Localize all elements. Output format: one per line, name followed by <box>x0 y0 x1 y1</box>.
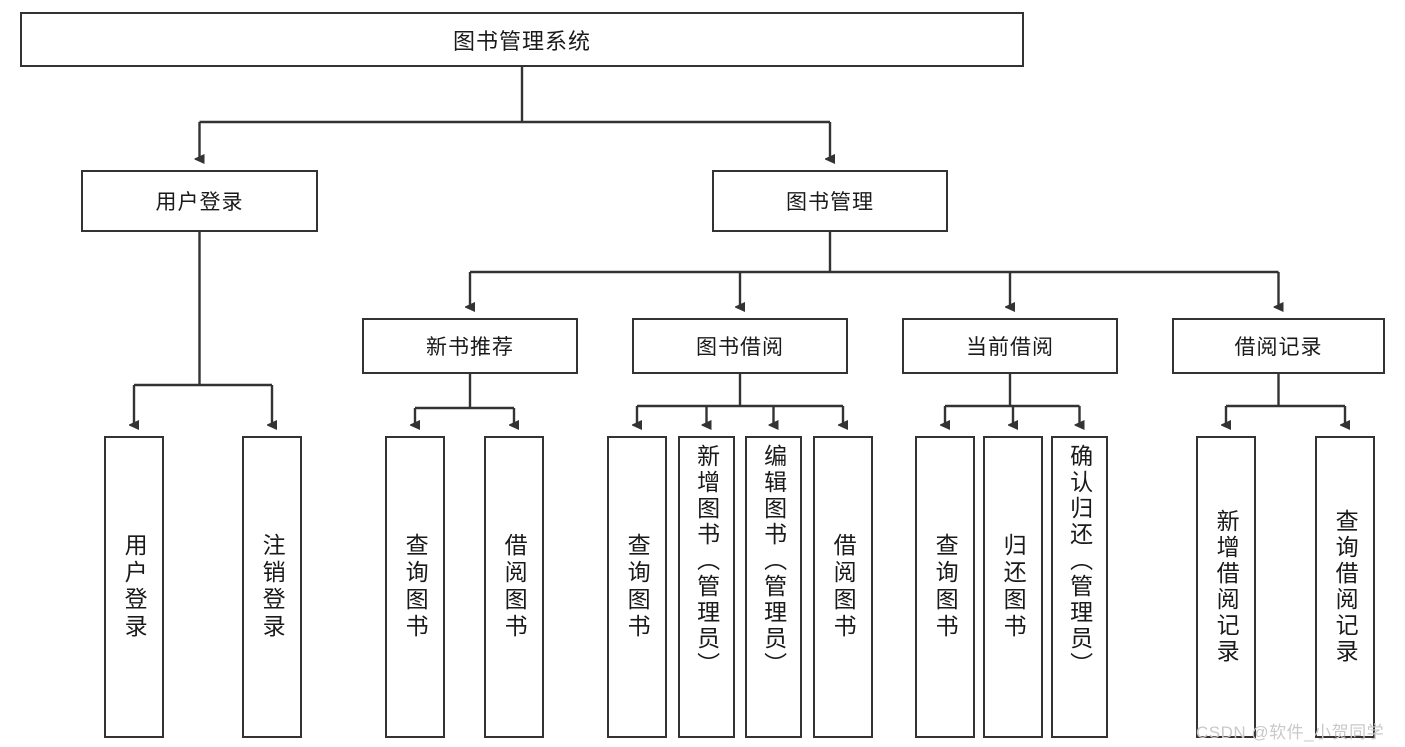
node-label: 借阅图书 <box>501 533 528 641</box>
node-l3-借阅记录[interactable]: 借阅记录 <box>1172 318 1385 374</box>
node-leaf-2[interactable]: 查询图书 <box>385 436 445 738</box>
node-label: 用户登录 <box>121 533 148 641</box>
node-label: 编辑图书（管理员） <box>760 444 787 678</box>
node-leaf-5[interactable]: 新增图书（管理员） <box>678 436 735 738</box>
node-l2-用户登录[interactable]: 用户登录 <box>81 170 318 232</box>
node-label: 新增借阅记录 <box>1213 509 1240 665</box>
node-l3-当前借阅[interactable]: 当前借阅 <box>902 318 1118 374</box>
node-label: 借阅图书 <box>830 533 857 641</box>
node-label: 图书管理系统 <box>452 28 591 54</box>
node-root-图书管理系统[interactable]: 图书管理系统 <box>20 12 1024 67</box>
node-leaf-12[interactable]: 查询借阅记录 <box>1315 436 1375 738</box>
node-leaf-11[interactable]: 新增借阅记录 <box>1196 436 1256 738</box>
node-label: 新增图书（管理员） <box>693 444 720 678</box>
node-label: 图书借阅 <box>696 336 784 359</box>
node-l3-新书推荐[interactable]: 新书推荐 <box>362 318 578 374</box>
node-label: 当前借阅 <box>966 336 1054 359</box>
node-leaf-3[interactable]: 借阅图书 <box>484 436 544 738</box>
node-leaf-4[interactable]: 查询图书 <box>607 436 667 738</box>
node-label: 新书推荐 <box>426 336 514 359</box>
node-label: 用户登录 <box>155 191 244 214</box>
node-leaf-9[interactable]: 归还图书 <box>983 436 1043 738</box>
node-label: 注销登录 <box>259 533 286 641</box>
node-leaf-10[interactable]: 确认归还（管理员） <box>1051 436 1108 738</box>
node-label: 查询图书 <box>624 533 651 641</box>
node-l2-图书管理[interactable]: 图书管理 <box>712 170 948 232</box>
node-l3-图书借阅[interactable]: 图书借阅 <box>632 318 848 374</box>
watermark: CSDN @软件_小贺同学 <box>1196 723 1385 742</box>
node-label: 查询图书 <box>402 533 429 641</box>
node-label: 确认归还（管理员） <box>1066 444 1093 678</box>
node-label: 查询图书 <box>932 533 959 641</box>
node-label: 归还图书 <box>1000 533 1027 641</box>
node-leaf-6[interactable]: 编辑图书（管理员） <box>745 436 802 738</box>
node-label: 借阅记录 <box>1234 336 1323 359</box>
node-leaf-8[interactable]: 查询图书 <box>915 436 975 738</box>
node-label: 图书管理 <box>786 191 874 214</box>
node-leaf-1[interactable]: 注销登录 <box>242 436 302 738</box>
node-leaf-0[interactable]: 用户登录 <box>104 436 164 738</box>
node-label: 查询借阅记录 <box>1332 509 1359 665</box>
node-leaf-7[interactable]: 借阅图书 <box>813 436 873 738</box>
